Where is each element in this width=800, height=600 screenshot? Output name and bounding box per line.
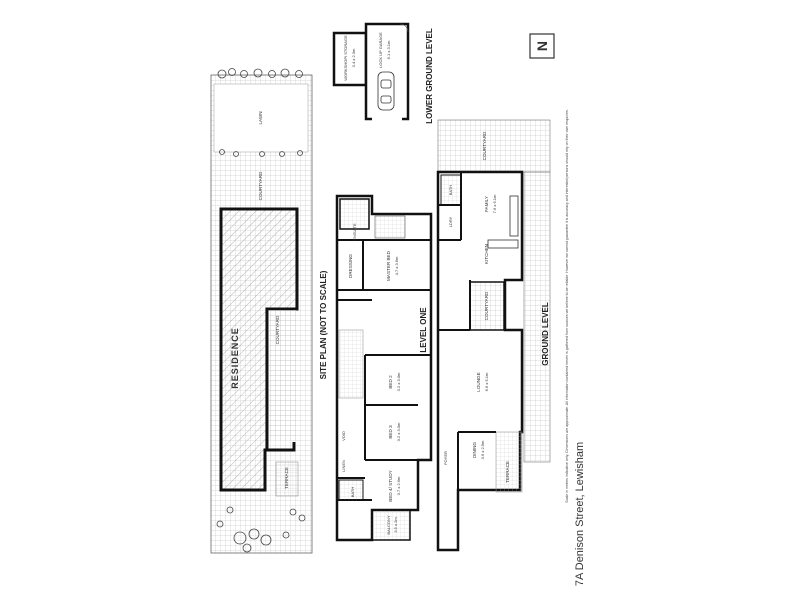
tree-icons-top xyxy=(217,68,303,157)
door-swing xyxy=(399,23,409,33)
balcony-dim: 3.5 x 2m xyxy=(393,517,398,533)
dining-label: DINING xyxy=(472,442,477,459)
foyer-label: FOYER xyxy=(443,451,448,465)
residence-footprint xyxy=(219,207,299,492)
site-terrace-label: TERRACE xyxy=(284,467,289,489)
bed3-label: BED 3 xyxy=(388,425,393,439)
balcony-area xyxy=(371,509,411,541)
dressing-label: DRESSING xyxy=(348,254,353,278)
ground-bath-label: BATH xyxy=(448,185,453,195)
lockup-label: LOCK UP GARAGE xyxy=(378,32,383,68)
disclaimer-text: Scale in metres indicative only. Dimensi… xyxy=(565,109,569,503)
kitchen-bench xyxy=(487,239,519,249)
logo-text: N xyxy=(534,41,550,51)
level-one-walls xyxy=(337,239,431,501)
lawn-area xyxy=(213,83,309,153)
lower-ground-level: WORKSHOP/ STORAGE 3.4 x 2.3m LOCK UP GAR… xyxy=(332,22,410,121)
garage-door-gap xyxy=(372,117,402,121)
site-terrace xyxy=(275,461,299,497)
ground-walls xyxy=(438,172,496,490)
lounge-label: LOUNGE xyxy=(476,372,481,391)
ground-courtyard-label: COURTYARD xyxy=(484,291,489,320)
lounge-dim: 6.6 x 5.1m xyxy=(484,372,489,391)
master-bed-dim: 4.7 x 3.6m xyxy=(394,256,399,275)
car-icon xyxy=(377,71,395,111)
family-label: FAMILY xyxy=(484,196,489,212)
bed4-dim: 3.7 x 2.9m xyxy=(396,476,401,495)
site-plan: RESIDENCE COURTYARD COURTYARD LAWN TERRA… xyxy=(210,68,313,554)
laundry-label: LDRY xyxy=(448,216,453,227)
bath-label: BATH xyxy=(350,487,355,497)
site-courtyard-mid xyxy=(268,310,296,440)
ground-level: COURTYARD BATH LDRY FAMILY 7.6 x 6.1m KI… xyxy=(436,119,551,552)
tree-icons-bottom xyxy=(216,506,306,553)
ground-side-grid xyxy=(523,171,551,463)
kitchen-label: KITCHEN xyxy=(484,244,489,264)
terrace-label: TERRACE xyxy=(505,461,510,483)
workshop-dim: 3.4 x 2.3m xyxy=(351,48,356,67)
ground-level-outline xyxy=(436,170,524,552)
bed4-label: BED 4/ STUDY xyxy=(388,470,393,501)
ensuite-label: ENSUITE xyxy=(352,223,357,241)
balcony-label: BALCONY xyxy=(386,515,391,534)
family-dim: 7.6 x 6.1m xyxy=(492,194,497,213)
bed2-dim: 3.2 x 3.0m xyxy=(396,372,401,391)
master-bed-label: MASTER BED xyxy=(386,250,391,281)
ground-courtyard-top-label: COURTYARD xyxy=(482,131,487,160)
address-text: 7A Denison Street, Lewisham xyxy=(574,442,586,586)
lawn-label: LAWN xyxy=(258,111,263,124)
site-plan-title: SITE PLAN (NOT TO SCALE) xyxy=(319,270,328,379)
workshop-label: WORKSHOP/ STORAGE xyxy=(343,35,348,81)
linen-label: LINEN xyxy=(341,460,346,472)
ensuite-room xyxy=(339,198,370,230)
workshop-room xyxy=(332,31,368,87)
ground-courtyard-top-area xyxy=(437,119,551,173)
bed3-dim: 3.2 x 3.0m xyxy=(396,422,401,441)
kitchen-island xyxy=(509,195,519,237)
bed2-label: BED 2 xyxy=(388,375,393,389)
lockup-garage-room xyxy=(364,22,410,121)
lower-ground-title: LOWER GROUND LEVEL xyxy=(425,28,434,124)
terrace-area xyxy=(495,431,523,493)
site-courtyard-mid-label: COURTYARD xyxy=(275,315,280,344)
level-one: ENSUITE DRESSING MASTER BED 4.7 x 3.6m B… xyxy=(335,194,433,542)
dining-dim: 3.6 x 2.9m xyxy=(480,440,485,459)
site-courtyard-top-label: COURTYARD xyxy=(258,171,263,200)
stair-top xyxy=(374,215,406,239)
lockup-dim: 6.1 x 3.1m xyxy=(386,40,391,59)
level-one-title: LEVEL ONE xyxy=(419,307,428,353)
ground-level-title: GROUND LEVEL xyxy=(541,302,550,366)
logo: N xyxy=(529,33,555,59)
residence-label: RESIDENCE xyxy=(230,327,240,389)
void-area xyxy=(338,329,364,399)
void-label: VOID xyxy=(341,431,346,441)
bath-room xyxy=(338,479,364,501)
